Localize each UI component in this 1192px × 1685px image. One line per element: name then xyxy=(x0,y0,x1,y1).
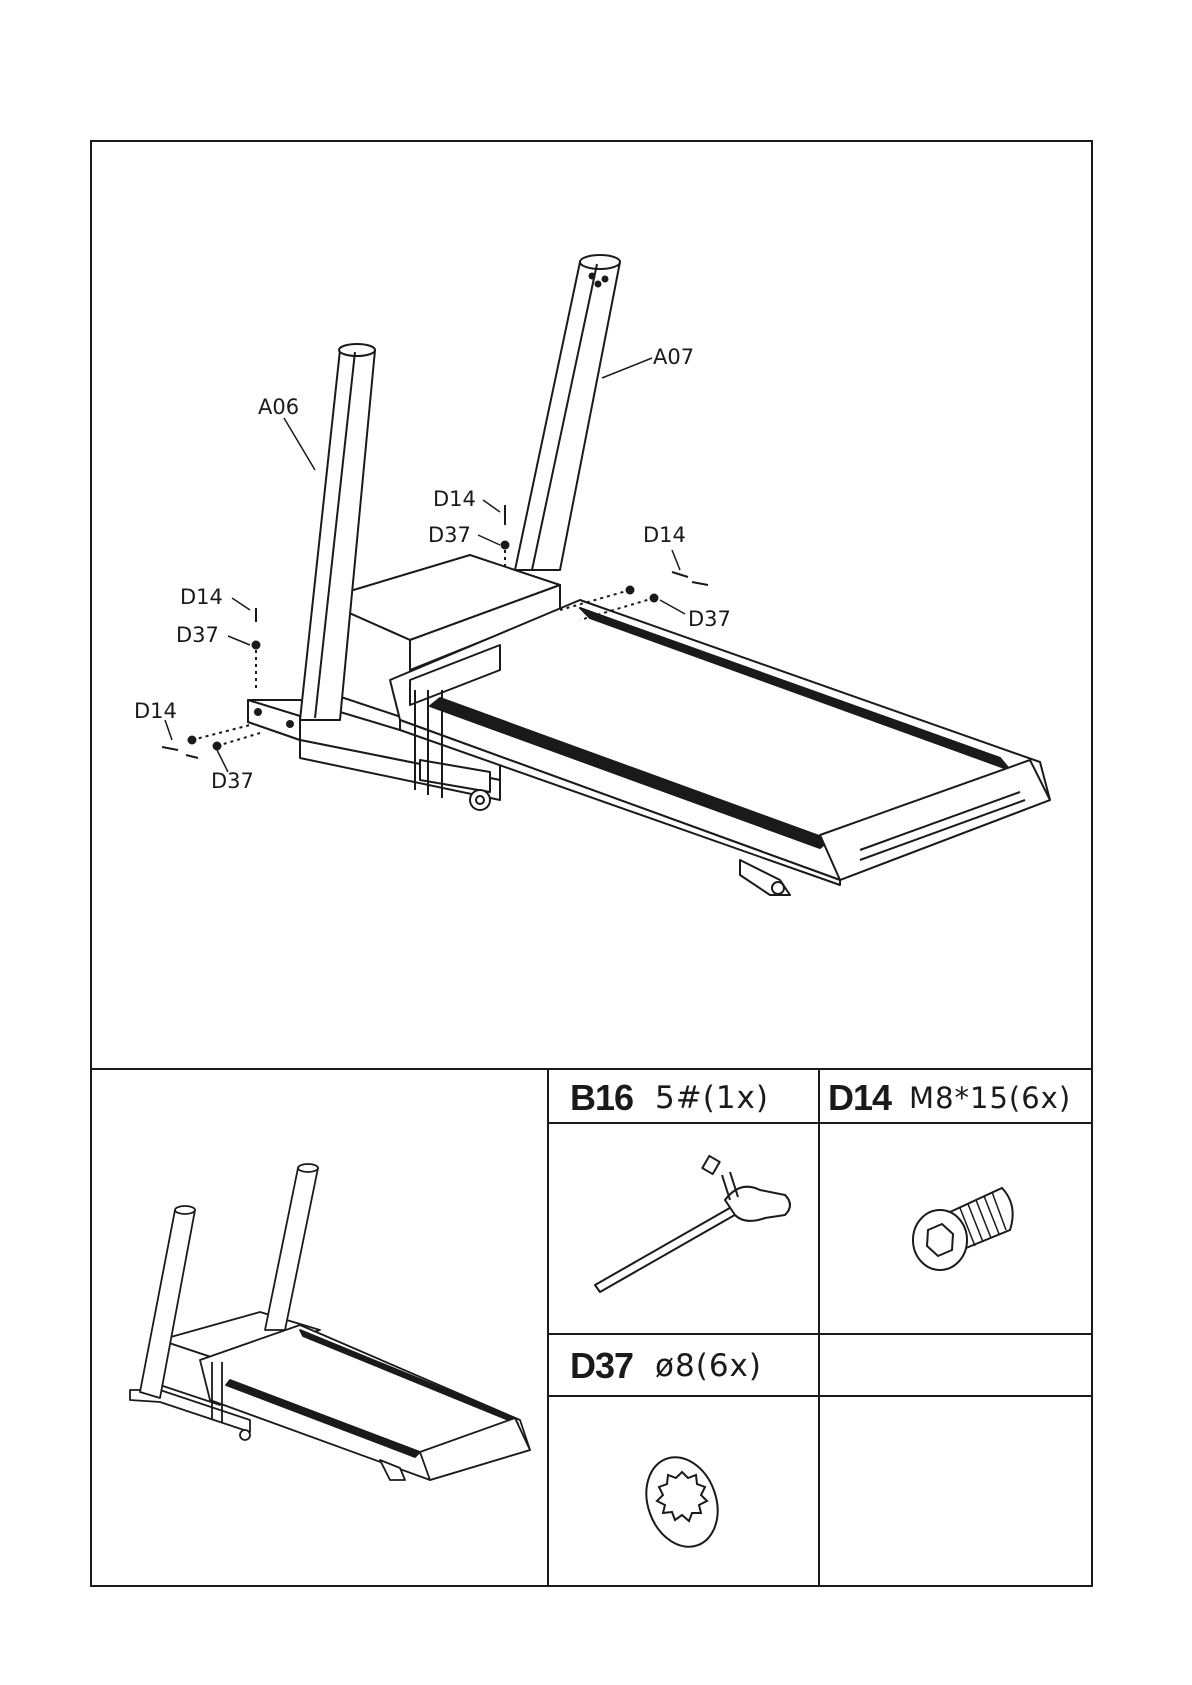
part-code-d14: D14 xyxy=(828,1077,891,1119)
part-header-d14: D14 M8*15(6x) xyxy=(828,1075,1071,1121)
parts-grid xyxy=(548,1068,1093,1587)
label-a06: A06 xyxy=(258,395,299,419)
label-a07: A07 xyxy=(653,345,694,369)
part-spec-b16: 5#(1x) xyxy=(655,1080,769,1116)
treadmill-assembly-drawing xyxy=(248,255,1050,895)
label-d37-right: D37 xyxy=(688,607,731,631)
part-header-b16: B16 5#(1x) xyxy=(570,1075,769,1121)
part-header-d37: D37 ø8(6x) xyxy=(570,1341,762,1391)
label-d37-left-lower: D37 xyxy=(211,769,254,793)
part-code-b16: B16 xyxy=(570,1077,633,1119)
label-d14-center: D14 xyxy=(433,487,476,511)
part-spec-d37: ø8(6x) xyxy=(655,1348,762,1384)
button-head-bolt-icon xyxy=(913,1188,1013,1270)
label-d37-left-upper: D37 xyxy=(176,623,219,647)
label-d14-left-lower: D14 xyxy=(134,699,177,723)
label-d37-center: D37 xyxy=(428,523,471,547)
star-lock-washer-icon xyxy=(634,1447,729,1557)
assembled-treadmill-preview xyxy=(130,1164,530,1480)
part-code-d37: D37 xyxy=(570,1345,633,1387)
label-d14-left-upper: D14 xyxy=(180,585,223,609)
label-d14-right: D14 xyxy=(643,523,686,547)
hex-key-icon xyxy=(595,1156,790,1292)
part-spec-d14: M8*15(6x) xyxy=(909,1081,1071,1115)
